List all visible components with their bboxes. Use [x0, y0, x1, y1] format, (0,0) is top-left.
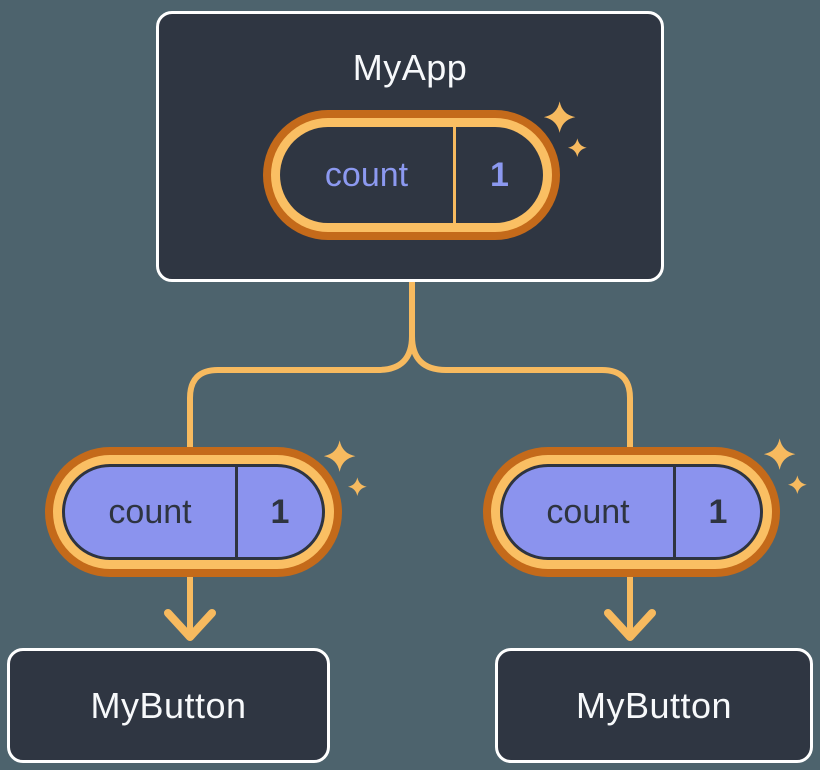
- prop-pill-body: count 1: [62, 464, 325, 560]
- pill-divider: [453, 127, 456, 223]
- prop-pill-ring: count 1: [53, 455, 334, 569]
- state-pill: count 1: [263, 110, 560, 240]
- prop-value: 1: [708, 493, 728, 531]
- sparkle-icon: [763, 438, 807, 495]
- prop-pill-body: count 1: [500, 464, 763, 560]
- prop-label: count: [546, 493, 630, 531]
- prop-pill-left: count 1: [45, 447, 342, 577]
- child-node-title: MyButton: [90, 684, 247, 726]
- child-node-title: MyButton: [575, 684, 733, 726]
- root-node-title: MyApp: [352, 47, 468, 88]
- arrow-head-right-icon: [604, 609, 656, 641]
- state-pill-body: count 1: [280, 127, 543, 223]
- prop-pill-right: count 1: [483, 447, 780, 577]
- pill-divider: [673, 467, 676, 557]
- prop-value: 1: [270, 493, 290, 531]
- sparkle-icon: [323, 440, 367, 497]
- child-node-left: MyButton: [7, 648, 330, 763]
- state-value: 1: [490, 156, 509, 194]
- branch-right-line: [409, 282, 633, 634]
- pill-divider: [235, 467, 238, 557]
- prop-label: count: [108, 493, 192, 531]
- child-node-right: MyButton: [495, 648, 813, 763]
- arrow-head-left-icon: [164, 609, 216, 641]
- branch-left-line: [187, 282, 415, 634]
- sparkle-icon: [543, 101, 587, 158]
- prop-pill-ring: count 1: [491, 455, 772, 569]
- state-pill-ring: count 1: [271, 118, 552, 232]
- state-label: count: [324, 156, 409, 194]
